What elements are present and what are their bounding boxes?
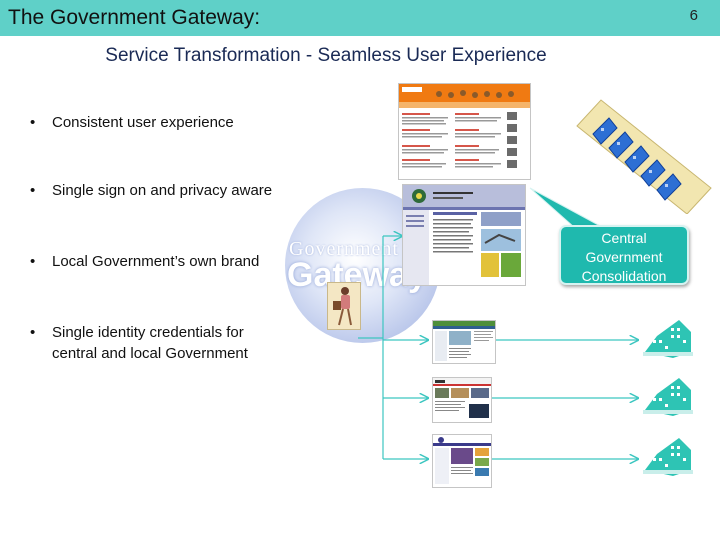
callout-line: Consolidation xyxy=(581,268,667,284)
business-site-screenshot xyxy=(402,184,526,286)
bullet-item: Consistent user experience xyxy=(22,112,292,133)
gateway-logo-word-1: Government xyxy=(289,238,399,260)
local-site-screenshot-3 xyxy=(432,434,492,488)
local-building-icon-3 xyxy=(643,436,693,478)
slide-number: 6 xyxy=(689,7,698,24)
central-buildings-icon xyxy=(575,96,713,215)
bullet-list: Consistent user experience Single sign o… xyxy=(22,112,292,364)
callout-line: Central xyxy=(601,230,647,246)
local-site-screenshot-1 xyxy=(432,320,496,364)
callout-central-consolidation: Central Government Consolidation xyxy=(559,225,689,285)
callout-line: Government xyxy=(585,249,663,265)
bullet-item: Single sign on and privacy aware xyxy=(22,180,292,201)
person-icon xyxy=(327,282,361,330)
bullet-item: Single identity credentials for central … xyxy=(22,322,292,364)
local-site-screenshot-2 xyxy=(432,377,492,423)
slide-title: The Government Gateway: xyxy=(8,6,261,29)
title-bar xyxy=(0,0,720,36)
slide-subtitle: Service Transformation - Seamless User E… xyxy=(105,45,547,66)
local-building-icon-2 xyxy=(643,376,693,418)
bullet-item: Local Government’s own brand xyxy=(22,251,292,272)
central-site-screenshot xyxy=(398,83,531,180)
local-building-icon-1 xyxy=(643,318,693,360)
